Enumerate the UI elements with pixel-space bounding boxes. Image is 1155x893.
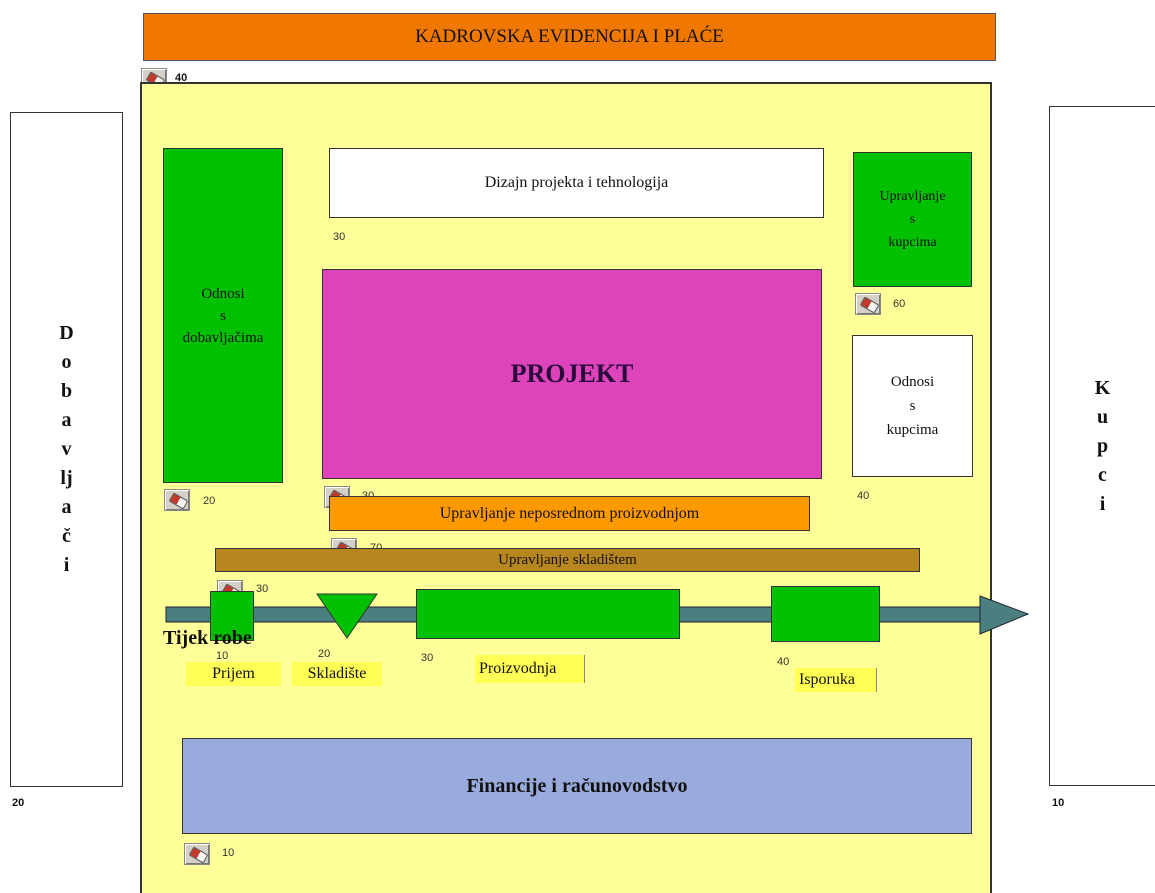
customer-relations-label: kupcima: [886, 422, 939, 438]
customer-management-label: Upravljanje: [879, 189, 946, 204]
production-management-label: Upravljanje neposrednom proizvodnjom: [439, 504, 700, 522]
eraser-button-suppliers[interactable]: [164, 489, 190, 511]
customers-letter: c: [1098, 463, 1107, 486]
goods-flow-title: Tijek robe: [163, 627, 252, 649]
customer-management-box[interactable]: Upravljanje s kupcima: [853, 152, 972, 287]
customer-relations-code: 40: [857, 490, 870, 502]
customer-management-label: kupcima: [888, 235, 937, 250]
customers-letter: i: [1099, 492, 1106, 515]
finance-accounting-box[interactable]: Financije i računovodstvo: [182, 738, 972, 834]
production-label: Proizvodnja: [475, 655, 585, 683]
suppliers-entity-code: 20: [12, 797, 25, 809]
suppliers-letter: lj: [60, 467, 73, 489]
production-box[interactable]: [416, 589, 680, 639]
eraser-button-finance[interactable]: [184, 843, 210, 865]
suppliers-letter: D: [59, 322, 74, 344]
eraser-icon: [859, 296, 880, 314]
customers-letter: u: [1096, 405, 1109, 428]
suppliers-letter: a: [61, 496, 72, 518]
customers-entity: K u p c i: [1049, 106, 1155, 786]
suppliers-letter: a: [61, 409, 72, 431]
header-bar: KADROVSKA EVIDENCIJA I PLAĆE: [143, 13, 996, 61]
storage-triangle[interactable]: [316, 593, 378, 639]
finance-accounting-label: Financije i računovodstvo: [466, 774, 688, 797]
project-design-box[interactable]: Dizajn projekta i tehnologija: [329, 148, 824, 218]
warehouse-management-code: 30: [256, 583, 269, 595]
finance-accounting-code: 10: [222, 847, 235, 859]
storage-code: 20: [318, 648, 331, 660]
supplier-relations-box[interactable]: Odnosi s dobavljačima: [163, 148, 283, 483]
supplier-relations-label: s: [220, 307, 226, 324]
storage-label: Skladište: [292, 662, 382, 686]
delivery-label: Isporuka: [795, 668, 877, 692]
customers-letter: p: [1096, 434, 1109, 457]
customer-relations-label: s: [909, 398, 916, 414]
suppliers-letter: v: [61, 438, 72, 460]
suppliers-letter: b: [60, 380, 73, 402]
warehouse-management-label: Upravljanje skladištem: [498, 551, 637, 568]
eraser-icon: [168, 492, 189, 510]
receiving-code: 10: [216, 650, 229, 662]
customer-management-code: 60: [893, 298, 906, 310]
project-design-label: Dizajn projekta i tehnologija: [484, 174, 669, 191]
eraser-icon: [188, 846, 209, 864]
suppliers-entity: D o b a v lj a č i: [10, 112, 123, 787]
customer-relations-box[interactable]: Odnosi s kupcima: [852, 335, 973, 477]
customer-relations-label: Odnosi: [890, 374, 935, 390]
project-box[interactable]: PROJEKT: [322, 269, 822, 479]
supplier-relations-label: Odnosi: [201, 285, 245, 302]
customer-management-label: s: [909, 212, 916, 227]
suppliers-letter: i: [63, 554, 70, 576]
customers-letter: K: [1094, 376, 1111, 399]
receiving-label: Prijem: [186, 662, 281, 686]
warehouse-management-bar[interactable]: Upravljanje skladištem: [215, 548, 920, 572]
suppliers-letter: o: [61, 351, 72, 373]
receiving-box[interactable]: [210, 591, 254, 641]
header-title: KADROVSKA EVIDENCIJA I PLAĆE: [415, 26, 724, 47]
header-code: 40: [175, 72, 188, 84]
suppliers-letter: č: [62, 525, 71, 547]
production-code: 30: [421, 652, 434, 664]
delivery-box[interactable]: [771, 586, 880, 642]
supplier-relations-code: 20: [203, 495, 216, 507]
production-management-bar[interactable]: Upravljanje neposrednom proizvodnjom: [329, 496, 810, 531]
delivery-code: 40: [777, 656, 790, 668]
eraser-button-customer-management[interactable]: [855, 293, 881, 315]
supplier-relations-label: dobavljačima: [182, 329, 264, 346]
customers-entity-code: 10: [1052, 797, 1065, 809]
project-design-code: 30: [333, 231, 346, 243]
project-label: PROJEKT: [510, 359, 634, 388]
